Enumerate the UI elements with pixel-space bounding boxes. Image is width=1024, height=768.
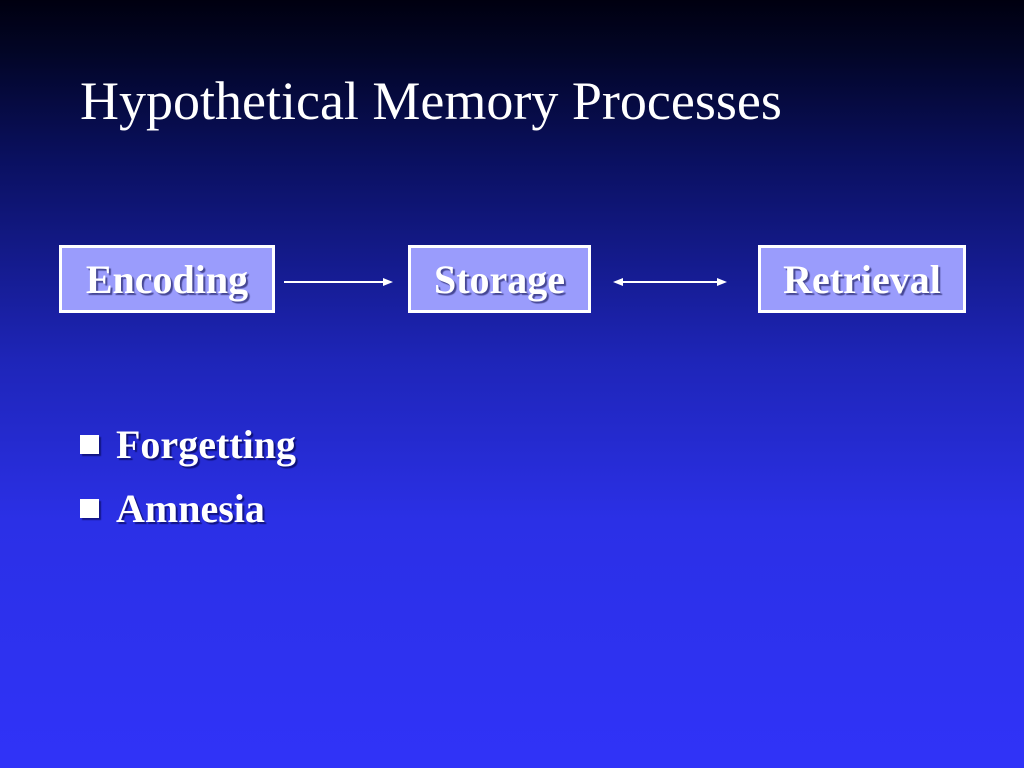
bullet-text-amnesia: Amnesia — [116, 485, 265, 531]
process-box-encoding: Encoding — [59, 245, 275, 313]
process-label-storage: Storage — [433, 256, 566, 302]
bullet-list: Forgetting Amnesia — [80, 412, 296, 540]
arrow-both-icon — [613, 278, 727, 286]
slide-title: Hypothetical Memory Processes — [80, 71, 782, 131]
process-box-storage: Storage — [408, 245, 591, 313]
bullet-text-forgetting: Forgetting — [116, 421, 296, 467]
bullet-item-forgetting: Forgetting — [80, 412, 296, 476]
process-label-retrieval: Retrieval — [783, 256, 941, 302]
square-bullet-icon — [80, 434, 99, 454]
arrow-right-icon — [284, 278, 393, 286]
process-label-encoding: Encoding — [85, 256, 249, 302]
square-bullet-icon — [80, 498, 99, 518]
process-box-retrieval: Retrieval — [758, 245, 966, 313]
bullet-item-amnesia: Amnesia — [80, 476, 296, 540]
